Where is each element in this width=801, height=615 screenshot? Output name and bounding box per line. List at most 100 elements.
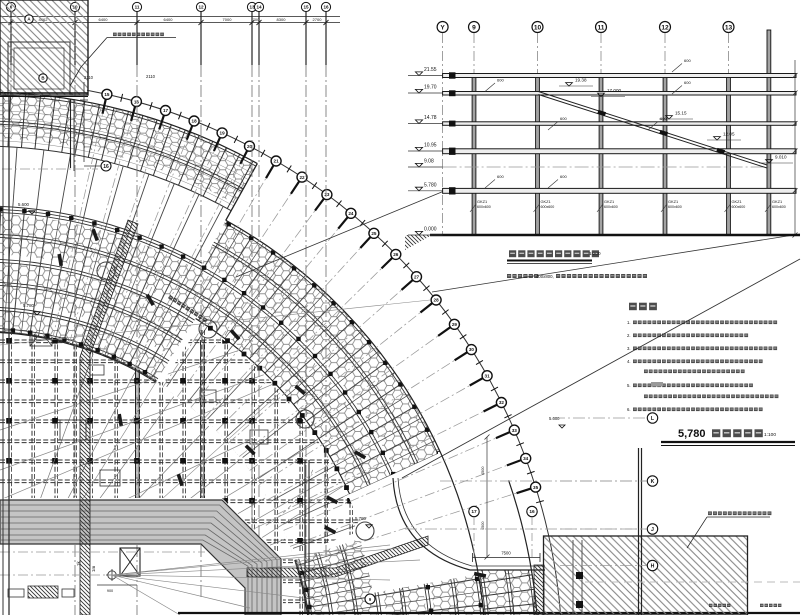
svg-text:16: 16: [103, 164, 109, 170]
svg-text:600x600: 600x600: [732, 205, 746, 209]
svg-text:600: 600: [497, 78, 504, 83]
svg-text:34: 34: [523, 456, 529, 461]
svg-text:20: 20: [247, 144, 253, 149]
svg-text:Y: Y: [440, 24, 445, 31]
svg-text:9: 9: [472, 24, 476, 31]
svg-text:7500: 7500: [501, 551, 511, 556]
svg-text:600x600: 600x600: [668, 205, 682, 209]
svg-text:21.55: 21.55: [424, 67, 437, 73]
svg-text:14.78: 14.78: [424, 115, 437, 121]
svg-text:600: 600: [660, 116, 667, 121]
svg-text:4500: 4500: [481, 467, 485, 475]
svg-text:1.: 1.: [627, 320, 631, 325]
svg-text:9.08: 9.08: [424, 159, 434, 165]
svg-text:900: 900: [107, 589, 113, 593]
svg-text:B: B: [41, 76, 44, 81]
svg-text:600x600: 600x600: [604, 205, 618, 209]
svg-text:A: A: [27, 17, 31, 22]
svg-text:31: 31: [485, 373, 491, 378]
svg-text:11: 11: [598, 24, 605, 31]
svg-text:5.780: 5.780: [23, 303, 35, 308]
svg-text:15: 15: [104, 92, 110, 97]
svg-text:GKZ1: GKZ1: [477, 199, 487, 204]
svg-text:33: 33: [512, 428, 518, 433]
svg-text:9: 9: [369, 597, 372, 602]
svg-text:6400: 6400: [99, 17, 109, 22]
svg-text:7000: 7000: [223, 17, 233, 22]
svg-text:600: 600: [497, 174, 504, 179]
svg-text:10: 10: [534, 24, 542, 31]
svg-text:5.: 5.: [627, 383, 631, 388]
svg-text:26: 26: [393, 252, 399, 257]
svg-text:3.: 3.: [627, 346, 631, 351]
svg-text:700: 700: [253, 17, 260, 22]
svg-text:J: J: [651, 527, 654, 533]
svg-text:600x600: 600x600: [477, 205, 491, 209]
svg-text:600x600: 600x600: [772, 205, 786, 209]
svg-text:H: H: [651, 563, 655, 569]
svg-text:16: 16: [529, 509, 535, 515]
svg-text:1k: 1k: [76, 560, 81, 566]
svg-text:12.05: 12.05: [723, 132, 735, 137]
svg-text:2110: 2110: [84, 75, 94, 80]
svg-text:K: K: [651, 479, 655, 485]
svg-text:12: 12: [198, 5, 204, 10]
svg-text:600x600: 600x600: [541, 205, 555, 209]
svg-text:5.600: 5.600: [18, 202, 30, 207]
svg-text:8300: 8300: [277, 17, 287, 22]
svg-text:25: 25: [371, 231, 377, 236]
svg-text:28: 28: [434, 298, 440, 303]
svg-text:1m: 1m: [91, 565, 96, 572]
svg-text:L: L: [651, 416, 655, 422]
svg-text:5.780: 5.780: [424, 182, 437, 188]
svg-text:35: 35: [533, 485, 539, 490]
svg-text:29: 29: [452, 322, 458, 327]
svg-text:600: 600: [560, 174, 567, 179]
svg-text:22: 22: [299, 175, 305, 180]
svg-text:13: 13: [725, 24, 733, 31]
svg-text:14: 14: [256, 5, 262, 10]
svg-text:12: 12: [661, 24, 669, 31]
svg-text:5.600: 5.600: [549, 416, 560, 421]
svg-text:400x800,: 400x800,: [536, 274, 554, 279]
svg-text:2.: 2.: [627, 333, 631, 338]
svg-text:11: 11: [135, 5, 140, 10]
svg-text:600: 600: [684, 58, 691, 63]
svg-text:GKZ1: GKZ1: [668, 199, 678, 204]
svg-text:GKZ1: GKZ1: [604, 199, 614, 204]
svg-text:19.38: 19.38: [575, 78, 587, 83]
svg-text:2110: 2110: [146, 74, 156, 79]
svg-text:17: 17: [471, 509, 477, 515]
svg-text:23: 23: [324, 192, 330, 197]
svg-text:24: 24: [348, 211, 354, 216]
svg-text:13: 13: [249, 5, 255, 10]
svg-text:15.15: 15.15: [675, 111, 687, 116]
svg-text:GKZ1: GKZ1: [541, 199, 551, 204]
svg-text:18: 18: [192, 119, 198, 124]
svg-text:GKZ1: GKZ1: [772, 199, 782, 204]
svg-text:17: 17: [163, 108, 169, 113]
svg-text:600: 600: [560, 116, 567, 121]
svg-text:5,780: 5,780: [678, 428, 706, 440]
svg-text:17.000: 17.000: [607, 88, 621, 93]
svg-text:2700: 2700: [313, 17, 323, 22]
svg-text:600: 600: [684, 80, 691, 85]
svg-text:GKZ1: GKZ1: [732, 199, 742, 204]
svg-text:10.95: 10.95: [424, 143, 437, 149]
svg-text:5.780: 5.780: [355, 516, 367, 521]
svg-text:15: 15: [303, 5, 309, 10]
svg-text:4500: 4500: [481, 522, 485, 530]
svg-text:16: 16: [323, 5, 329, 10]
svg-text:21: 21: [274, 159, 280, 164]
svg-text:1:200: 1:200: [589, 251, 601, 256]
svg-text:27: 27: [414, 274, 420, 279]
svg-text:19: 19: [220, 131, 226, 136]
svg-text:6400: 6400: [164, 17, 174, 22]
svg-text:30: 30: [469, 347, 475, 352]
svg-text:4.: 4.: [627, 359, 631, 364]
svg-text:1:100: 1:100: [764, 432, 776, 438]
svg-text:32: 32: [499, 400, 505, 405]
svg-text:0.000: 0.000: [424, 227, 437, 233]
svg-text:19.70: 19.70: [424, 85, 437, 91]
svg-text:6.: 6.: [627, 407, 631, 412]
